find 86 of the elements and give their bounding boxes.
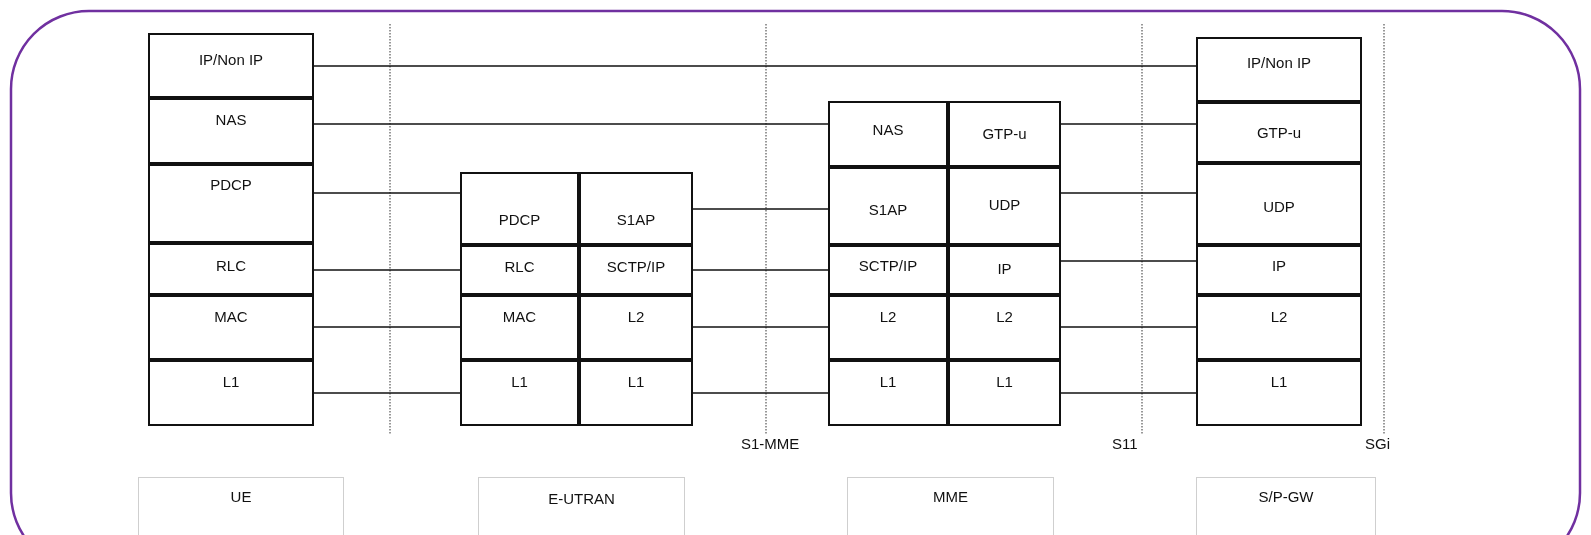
network-element-box (478, 477, 685, 535)
connector-line (313, 392, 461, 394)
layer-label: IP/Non IP (1245, 53, 1313, 71)
connector-line (1060, 123, 1197, 125)
protocol-layer-box (148, 243, 314, 295)
protocol-layer-box (1196, 295, 1362, 360)
protocol-layer-box (148, 33, 314, 98)
protocol-layer-box (148, 360, 314, 426)
layer-label: MAC (501, 307, 538, 325)
connector-line (692, 326, 829, 328)
interface-label: S11 (1112, 435, 1138, 452)
protocol-layer-box (828, 101, 948, 167)
layer-label: SCTP/IP (857, 256, 919, 274)
protocol-layer-box (579, 360, 693, 426)
layer-label: L2 (995, 307, 1014, 325)
network-element-label: MME (932, 487, 969, 505)
connector-line (313, 65, 1197, 67)
protocol-layer-box (460, 360, 579, 426)
layer-label: S1AP (867, 200, 909, 218)
protocol-layer-box (460, 245, 579, 295)
layer-label: L1 (995, 372, 1014, 390)
protocol-layer-box (148, 98, 314, 164)
connector-line (1060, 326, 1197, 328)
network-element-label: S/P-GW (1257, 487, 1315, 505)
layer-label: L1 (878, 372, 898, 390)
protocol-layer-box (828, 245, 948, 295)
layer-label: L2 (626, 307, 646, 325)
layer-label: PDCP (209, 175, 253, 193)
network-element-label: E-UTRAN (547, 489, 616, 507)
interface-label: SGi (1365, 435, 1390, 452)
connector-line (1060, 392, 1197, 394)
protocol-layer-box (948, 295, 1061, 360)
layer-label: L1 (1269, 372, 1289, 390)
layer-label: RLC (503, 257, 536, 275)
connector-line (1060, 260, 1197, 262)
connector-line (692, 392, 829, 394)
layer-label: GTP-u (1255, 123, 1303, 141)
layer-label: UDP (987, 195, 1022, 213)
connector-line (313, 269, 461, 271)
layer-label: S1AP (615, 210, 657, 228)
protocol-layer-box (828, 167, 948, 245)
protocol-layer-box (948, 167, 1061, 245)
layer-label: MAC (213, 307, 249, 325)
interface-label: S1-MME (741, 435, 800, 452)
layer-label: RLC (215, 256, 247, 274)
protocol-layer-box (579, 245, 693, 295)
layer-label: L1 (510, 372, 529, 390)
connector-line (313, 326, 461, 328)
protocol-layer-box (579, 172, 693, 245)
network-element-box (138, 477, 344, 535)
protocol-layer-box (460, 295, 579, 360)
layer-label: SCTP/IP (605, 257, 667, 275)
network-element-box (1196, 477, 1376, 535)
protocol-layer-box (1196, 102, 1362, 163)
protocol-layer-box (1196, 37, 1362, 102)
protocol-layer-box (148, 295, 314, 360)
protocol-layer-box (148, 164, 314, 243)
layer-label: NAS (214, 110, 248, 128)
connector-line (692, 269, 829, 271)
protocol-layer-box (948, 101, 1061, 167)
layer-label: L1 (626, 372, 646, 390)
layer-label: IP/Non IP (197, 50, 265, 68)
layer-label: GTP-u (981, 124, 1028, 142)
protocol-layer-box (460, 172, 579, 245)
connector-line (692, 208, 829, 210)
protocol-layer-box (948, 245, 1061, 295)
network-element-box (847, 477, 1054, 535)
layer-label: IP (1270, 256, 1288, 274)
layer-label: PDCP (497, 210, 542, 228)
layer-label: L2 (1269, 307, 1289, 325)
layer-label: UDP (1262, 197, 1296, 215)
protocol-layer-box (828, 360, 948, 426)
connector-line (313, 192, 461, 194)
protocol-layer-box (579, 295, 693, 360)
protocol-layer-box (948, 360, 1061, 426)
connector-line (313, 123, 829, 125)
layer-label: IP (996, 259, 1013, 277)
connector-line (1060, 192, 1197, 194)
protocol-layer-box (1196, 245, 1362, 295)
protocol-layer-box (828, 295, 948, 360)
network-element-label: UE (229, 487, 253, 505)
layer-label: NAS (871, 120, 905, 138)
layer-label: L2 (878, 307, 898, 325)
protocol-layer-box (1196, 360, 1362, 426)
protocol-layer-box (1196, 163, 1362, 245)
layer-label: L1 (221, 372, 241, 390)
